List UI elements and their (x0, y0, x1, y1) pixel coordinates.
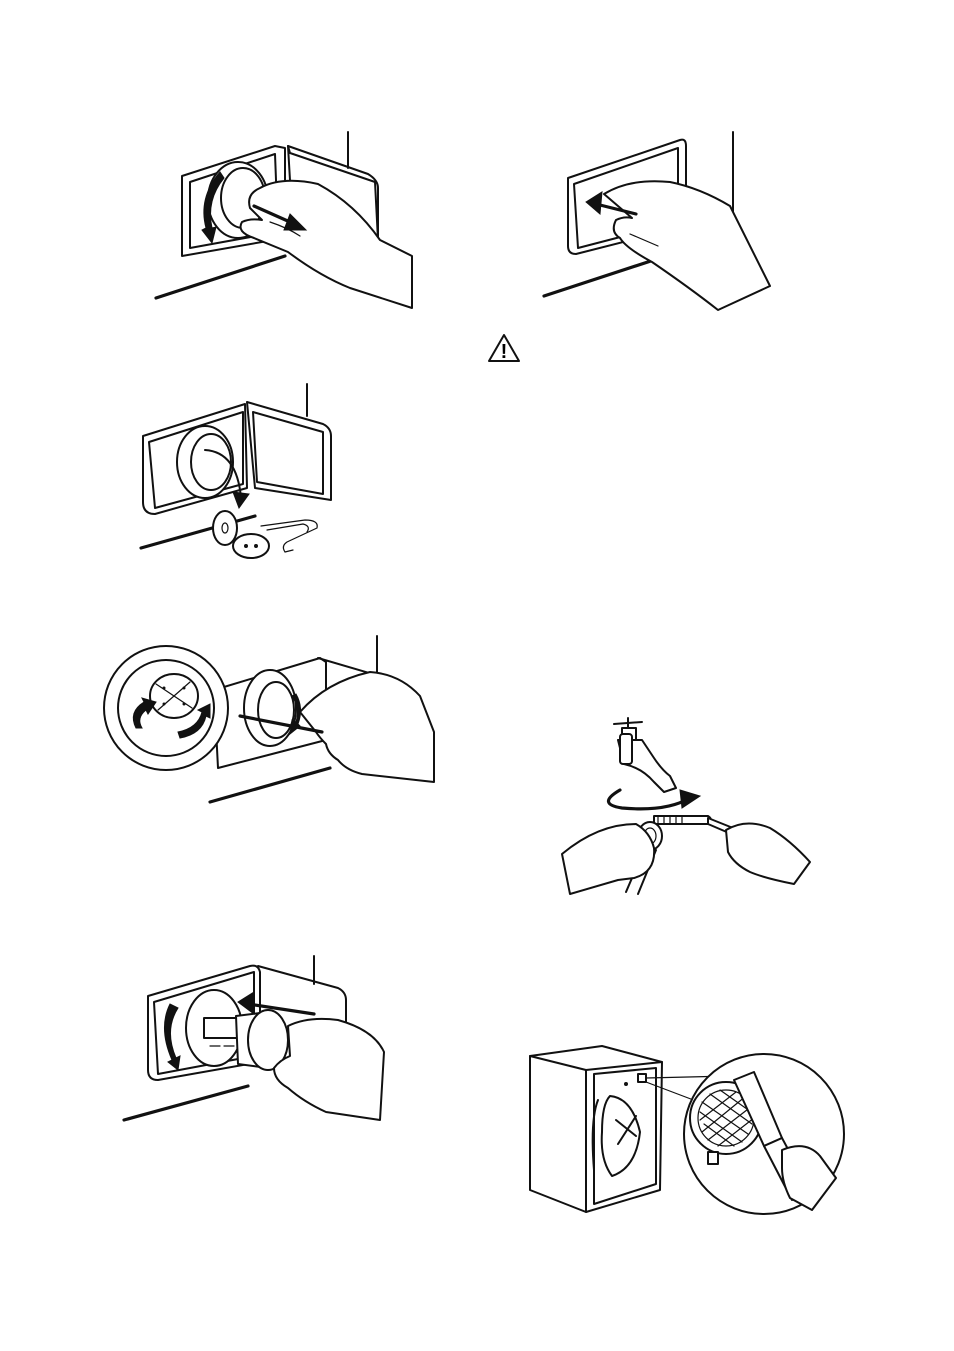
clean-inlet-filter-illustration (558, 712, 818, 897)
clean-valve-filter-illustration (520, 1040, 850, 1225)
figure-unscrew-filter (150, 128, 420, 308)
check-impeller-illustration (100, 632, 440, 807)
close-flap-illustration (540, 128, 780, 318)
warning-triangle-icon: ! (487, 333, 521, 363)
figure-remove-objects (135, 380, 345, 560)
warning-symbol: ! (501, 341, 508, 363)
refit-filter-illustration (118, 952, 398, 1127)
figure-clean-inlet-filter (558, 712, 818, 897)
unscrew-filter-illustration (150, 128, 420, 308)
figure-check-impeller (100, 632, 440, 807)
figure-refit-filter (118, 952, 398, 1127)
figure-clean-valve-filter (520, 1040, 850, 1225)
figure-close-flap (540, 128, 780, 318)
warning-block: ! (487, 333, 521, 363)
remove-objects-illustration (135, 380, 345, 560)
